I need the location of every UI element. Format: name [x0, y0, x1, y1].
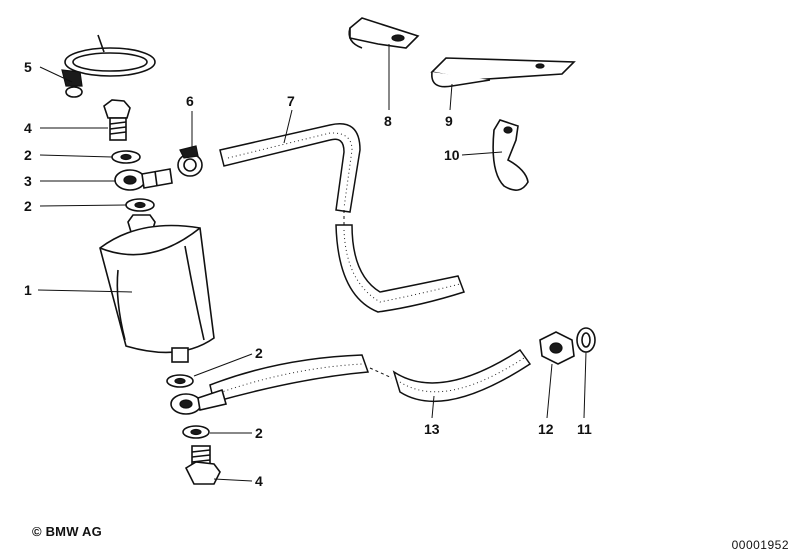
washer-2	[125, 198, 155, 212]
lower-banjo-part	[170, 388, 228, 415]
label-8: 8	[384, 113, 392, 129]
label-2-a: 2	[24, 147, 32, 163]
label-12: 12	[538, 421, 554, 437]
lower-hose-part	[209, 354, 393, 403]
copyright-text: © BMW AG	[32, 524, 102, 539]
washer-1	[111, 150, 141, 164]
banjo-fitting-part	[114, 168, 173, 191]
label-6: 6	[186, 93, 194, 109]
clip-10-part	[492, 119, 529, 191]
label-4-top: 4	[24, 120, 32, 136]
ring-11-part	[576, 327, 596, 353]
label-9: 9	[445, 113, 453, 129]
banjo-bolt-top-part	[103, 99, 131, 141]
leader-lines	[37, 44, 587, 482]
label-1: 1	[24, 282, 32, 298]
bracket-8-part	[348, 17, 420, 49]
label-11: 11	[577, 421, 592, 437]
hose-13-part	[392, 348, 532, 403]
small-clamp-part	[177, 145, 203, 177]
document-number: 00001952	[731, 538, 789, 552]
label-3: 3	[24, 173, 32, 189]
label-4-bottom: 4	[255, 473, 263, 489]
hose-clamp-part	[61, 34, 156, 98]
label-2-b: 2	[24, 198, 32, 214]
fuel-filter-part	[99, 214, 215, 363]
nut-12-part	[539, 331, 575, 365]
label-13: 13	[424, 421, 440, 437]
banjo-bolt-bottom-part	[184, 445, 221, 485]
label-5: 5	[24, 59, 32, 75]
bracket-9-part	[430, 57, 576, 88]
label-10: 10	[444, 147, 460, 163]
label-2-c: 2	[255, 345, 263, 361]
upper-hose-part	[219, 123, 465, 313]
label-2-d: 2	[255, 425, 263, 441]
washer-4	[182, 425, 210, 439]
part-labels: 5 4 2 3 2 1 6 7 8 9 10 2 2 4 13 12 11	[24, 59, 592, 489]
label-7: 7	[287, 93, 295, 109]
washer-3	[166, 374, 194, 388]
